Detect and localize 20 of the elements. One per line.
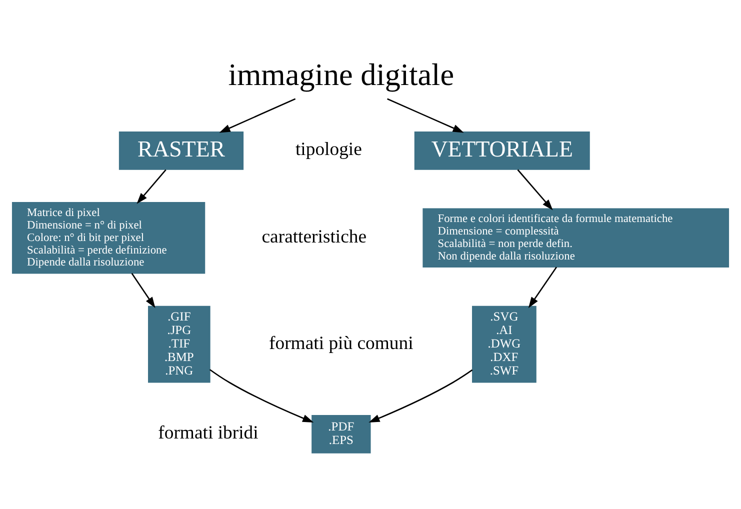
arrow [387, 98, 464, 133]
node-box: .SVG .AI .DWG .DXF .SWF [472, 306, 536, 383]
node-box: RASTER [118, 131, 244, 170]
label: formati ibridi [158, 422, 258, 444]
label: tipologie [295, 139, 362, 160]
node-box: .GIF .JPG .TIF .BMP .PNG [148, 306, 210, 383]
label: caratteristiche [262, 226, 367, 248]
node-text: immagine digitale [228, 57, 454, 92]
node-box: .PDF .EPS [312, 414, 371, 454]
arrow [209, 369, 314, 423]
arrow [219, 98, 296, 133]
arrow [517, 169, 553, 210]
label: formati più comuni [269, 332, 414, 354]
node-box: Matrice di pixel Dimensione = n° di pixel Colore: n° di bit per pixel Scalabilità = perde definizione Dipende dalla risoluzione [12, 202, 206, 274]
node-box: Forme e colori identificate da formule matematiche Dimensione = complessità Scalabilità = non perde defin. Non dipende dalla risoluzione [422, 208, 730, 268]
arrow [528, 266, 558, 308]
arrow [368, 369, 473, 422]
arrow [136, 169, 166, 204]
node-box: VETTORIALE [414, 131, 590, 170]
arrow [131, 273, 156, 308]
